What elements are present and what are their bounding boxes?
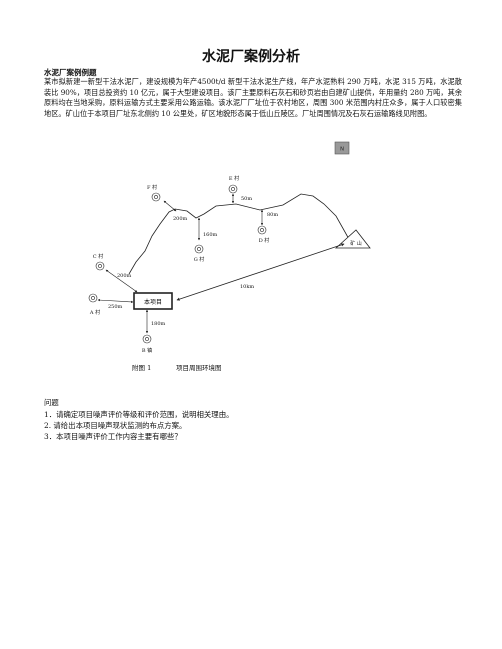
label-50m: 50m: [241, 196, 252, 202]
svg-text:F 村: F 村: [147, 184, 157, 191]
route-10km: [176, 243, 345, 301]
label-200m-c: 200m: [117, 273, 132, 279]
transport-route: [128, 193, 351, 275]
svg-text:矿 山: 矿 山: [350, 240, 362, 247]
question-2: 2. 请给出本项目噪声现状监测的布点方案。: [44, 421, 187, 430]
svg-text:B 镇: B 镇: [142, 347, 152, 354]
figure-caption-number: 附图 1: [132, 363, 151, 372]
village-d: D 村: [257, 225, 270, 244]
village-g: G 村: [194, 244, 205, 263]
svg-text:D 村: D 村: [259, 237, 270, 244]
questions-heading: 问题: [44, 398, 59, 407]
case-description: 某市拟新建一新型干法水泥厂，建设规模为年产4500t/d 新型干法水泥生产线，年…: [44, 77, 462, 118]
project-site: 本项目: [133, 292, 173, 310]
svg-text:A 村: A 村: [89, 309, 100, 316]
village-f: F 村: [147, 184, 161, 202]
town-b: B 镇: [142, 334, 152, 354]
village-e: E 村: [228, 175, 239, 194]
label-160m: 160m: [203, 232, 218, 238]
village-c: C 村: [93, 253, 105, 271]
svg-text:C 村: C 村: [93, 253, 103, 260]
label-80m: 80m: [267, 212, 278, 218]
svg-text:G 村: G 村: [194, 256, 205, 263]
north-label: N: [340, 147, 344, 153]
page-title: 水泥厂案例分析: [202, 49, 300, 65]
label-10km: 10km: [240, 284, 254, 290]
section-subtitle: 水泥厂案例例题: [44, 68, 97, 77]
question-1: 1．请确定项目噪声评价等级和评价范围，说明相关理由。: [44, 410, 234, 419]
svg-text:E 村: E 村: [229, 175, 239, 182]
svg-text:本项目: 本项目: [144, 298, 162, 306]
village-a: A 村: [88, 293, 100, 316]
question-3: 3．本项目噪声评价工作内容主要有哪些？: [44, 432, 182, 441]
label-180m: 180m: [151, 321, 166, 327]
label-200m-f: 200m: [173, 216, 188, 222]
label-250m: 250m: [108, 304, 123, 310]
figure-caption-text: 项目周围环境图: [176, 363, 222, 372]
north-indicator: [334, 141, 350, 155]
